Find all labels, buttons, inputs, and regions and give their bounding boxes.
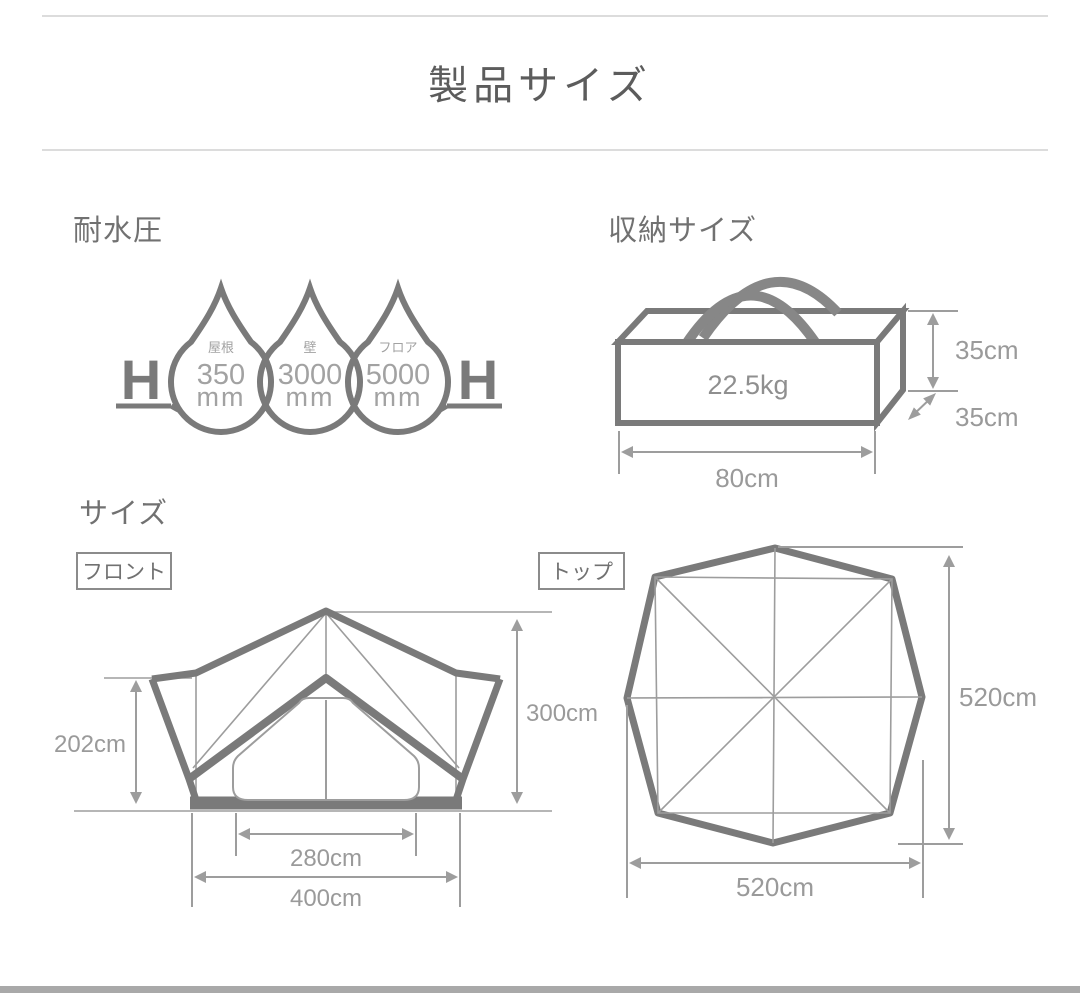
tent-door bbox=[232, 697, 420, 801]
top-height-value: 520cm bbox=[959, 682, 1037, 712]
bottom-edge-bar bbox=[0, 986, 1080, 993]
front-view-label: フロント bbox=[82, 561, 166, 584]
arrow-down-icon bbox=[943, 828, 955, 840]
side-height-value: 202cm bbox=[54, 731, 126, 758]
divider-under-title bbox=[42, 149, 1048, 151]
water-drop-icon bbox=[257, 278, 363, 435]
bag-top-face bbox=[611, 308, 910, 345]
front-view-diagram: 202cm 300cm 280cm 400cm bbox=[54, 607, 598, 912]
tent-left-wing bbox=[148, 677, 200, 802]
bag-depth-value: 35cm bbox=[955, 402, 1019, 432]
side-height-dimension: 202cm bbox=[54, 680, 142, 804]
arrow-up-icon bbox=[130, 680, 142, 692]
arrow-left-icon bbox=[621, 446, 633, 458]
drop-labels: 屋根 350 mm 壁 3000 mm フロア 5000 mm bbox=[197, 340, 431, 412]
arrow-down-left-icon bbox=[908, 407, 921, 420]
arrow-up-icon bbox=[511, 619, 523, 631]
drop-value: 350 bbox=[197, 359, 245, 391]
bag-front-face bbox=[615, 339, 880, 426]
bag-height-value: 35cm bbox=[955, 335, 1019, 365]
ridge-lines bbox=[626, 547, 923, 844]
bag-weight: 22.5kg bbox=[707, 370, 788, 400]
bag-depth-dimension: 35cm bbox=[908, 393, 1019, 432]
frame-lines bbox=[626, 547, 923, 844]
arrow-down-icon bbox=[130, 792, 142, 804]
arrow-right-icon bbox=[909, 857, 921, 869]
drop-value: 3000 bbox=[278, 359, 343, 391]
drop-value: 5000 bbox=[366, 359, 431, 391]
storage-size-heading: 収納サイズ bbox=[608, 215, 758, 247]
drop-part-label: フロア bbox=[378, 340, 417, 355]
top-width-value: 520cm bbox=[736, 872, 814, 902]
top-view-label: トップ bbox=[550, 561, 613, 584]
page-title: 製品サイズ bbox=[428, 64, 652, 108]
arrow-up-icon bbox=[943, 555, 955, 567]
water-drop-icon bbox=[168, 278, 274, 435]
arrow-left-icon bbox=[629, 857, 641, 869]
water-drop-fill bbox=[260, 288, 360, 432]
arrow-left-icon bbox=[194, 871, 206, 883]
drop-part-label: 壁 bbox=[303, 340, 316, 355]
arrow-left-icon bbox=[238, 828, 250, 840]
arrow-up-icon bbox=[927, 313, 939, 325]
bag-body: 22.5kg bbox=[611, 276, 910, 432]
divider-top bbox=[42, 15, 1048, 17]
seam-lines bbox=[192, 612, 460, 769]
bag-handle-front bbox=[681, 290, 820, 347]
arrow-right-icon bbox=[861, 446, 873, 458]
arrow-down-icon bbox=[927, 377, 939, 389]
water-resistance-diagram: H H 屋根 350 mm 壁 3000 mm フロア 5000 mm bbox=[116, 278, 502, 435]
total-height-dimension: 300cm bbox=[511, 619, 598, 804]
top-width-dimension: 520cm bbox=[626, 705, 924, 902]
bag-width-value: 80cm bbox=[715, 463, 779, 493]
total-width-value: 400cm bbox=[290, 885, 362, 912]
top-view-tag: トップ bbox=[538, 552, 625, 590]
water-drop-icon bbox=[345, 278, 451, 435]
inner-tent-roof bbox=[186, 674, 466, 783]
total-width-dimension: 400cm bbox=[191, 813, 461, 912]
drop-unit: mm bbox=[374, 382, 423, 412]
h-mark-left: H bbox=[121, 348, 161, 411]
water-resistance-heading: 耐水圧 bbox=[73, 215, 164, 247]
water-drop-fill bbox=[171, 288, 271, 432]
arrow-right-icon bbox=[402, 828, 414, 840]
bag-height-dimension: 35cm bbox=[908, 310, 1019, 392]
top-view-diagram: 520cm 520cm bbox=[623, 544, 1037, 902]
tent-roof bbox=[151, 607, 501, 683]
inner-width-dimension: 280cm bbox=[235, 813, 417, 872]
inner-width-value: 280cm bbox=[290, 845, 362, 872]
total-height-value: 300cm bbox=[526, 700, 598, 727]
tent-right-wing bbox=[452, 677, 504, 802]
water-drop-fill bbox=[348, 288, 448, 432]
top-height-dimension: 520cm bbox=[778, 546, 1037, 845]
arrow-down-icon bbox=[511, 792, 523, 804]
bag-handle-back bbox=[698, 276, 842, 341]
drop-unit: mm bbox=[197, 382, 246, 412]
drop-unit: mm bbox=[286, 382, 335, 412]
size-heading: サイズ bbox=[79, 498, 169, 530]
arrow-right-icon bbox=[446, 871, 458, 883]
front-view-tag: フロント bbox=[76, 552, 172, 590]
drop-part-label: 屋根 bbox=[208, 340, 234, 355]
arrow-up-right-icon bbox=[923, 393, 936, 406]
h-mark-right: H bbox=[458, 348, 498, 411]
tent-outline bbox=[148, 607, 504, 810]
bag-width-dimension: 80cm bbox=[618, 431, 876, 493]
storage-bag-diagram: 22.5kg 35cm 35cm 80cm bbox=[611, 276, 1019, 493]
